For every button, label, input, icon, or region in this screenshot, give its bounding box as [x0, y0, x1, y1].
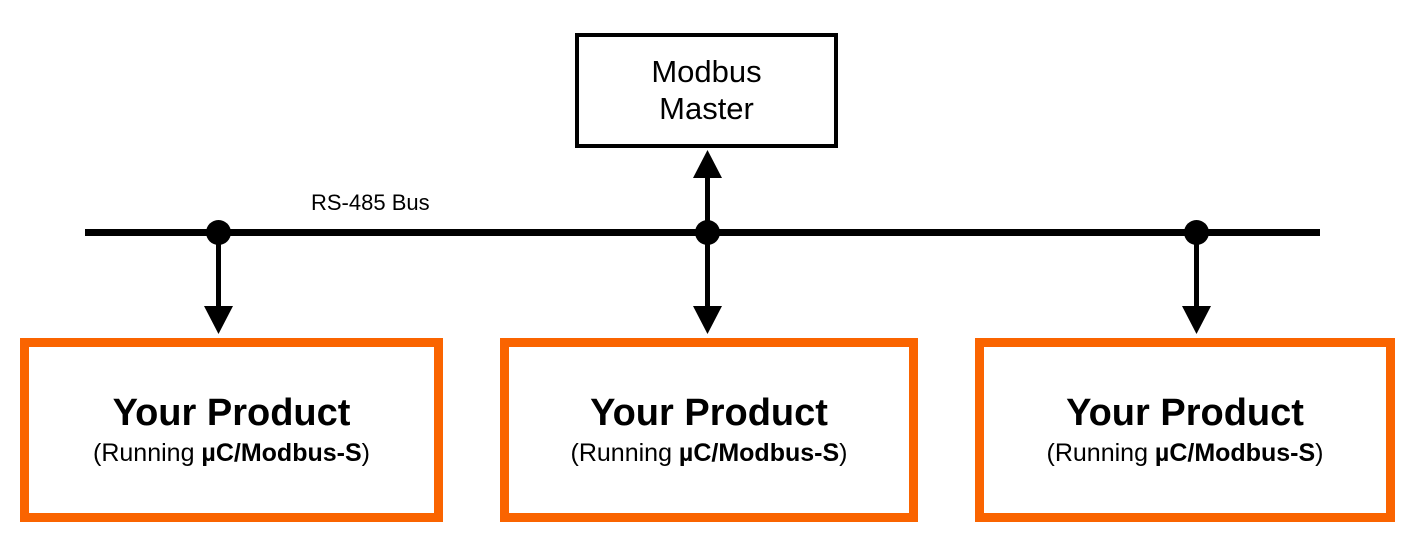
product-subtitle-2: (Running µC/Modbus-S): [571, 439, 848, 468]
product-subtitle-bold-3: µC/Modbus-S: [1154, 439, 1316, 467]
product-subtitle-prefix-3: (Running: [1046, 439, 1155, 467]
product-title-1: Your Product: [112, 392, 351, 434]
product-subtitle-3: (Running µC/Modbus-S): [1047, 439, 1324, 468]
modbus-master-box: Modbus Master: [575, 33, 838, 148]
product-box-3: Your Product (Running µC/Modbus-S): [975, 338, 1395, 522]
product-subtitle-1: (Running µC/Modbus-S): [93, 439, 370, 468]
product-title-3: Your Product: [1066, 392, 1304, 434]
product-subtitle-suffix-3: ): [1315, 439, 1324, 467]
product-title-2: Your Product: [590, 392, 828, 434]
product-subtitle-prefix-2: (Running: [570, 439, 679, 467]
product-box-1: Your Product (Running µC/Modbus-S): [20, 338, 443, 522]
bus-node-left: [206, 220, 231, 245]
modbus-master-label-line2: Master: [659, 90, 754, 126]
product-subtitle-prefix-1: (Running: [93, 439, 202, 467]
connector-center-down: [693, 236, 722, 334]
product-subtitle-suffix-1: ): [361, 439, 370, 467]
product-subtitle-suffix-2: ): [839, 439, 848, 467]
modbus-master-label-line1: Modbus: [651, 53, 762, 89]
rs485-bus-label: RS-485 Bus: [311, 190, 430, 215]
connector-right-down: [1182, 236, 1211, 334]
bus-node-center: [695, 220, 720, 245]
product-subtitle-bold-1: µC/Modbus-S: [201, 439, 362, 467]
product-subtitle-bold-2: µC/Modbus-S: [678, 439, 840, 467]
connector-left-down: [204, 236, 233, 334]
product-box-2: Your Product (Running µC/Modbus-S): [500, 338, 918, 522]
bus-node-right: [1184, 220, 1209, 245]
connector-center-up: [693, 150, 722, 229]
